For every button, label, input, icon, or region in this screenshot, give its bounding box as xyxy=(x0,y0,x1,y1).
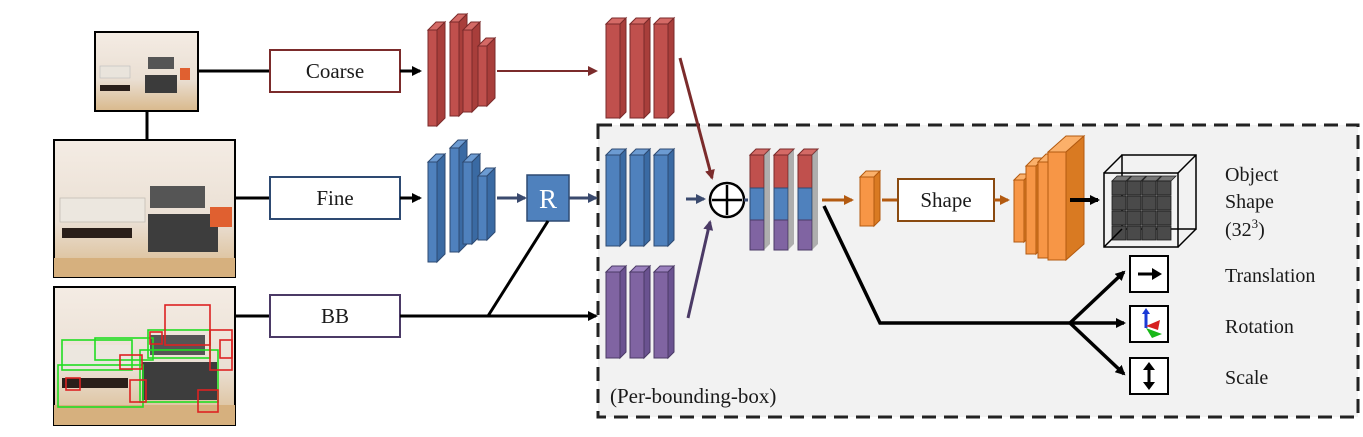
fine-encoder xyxy=(426,138,497,264)
translation-label: Translation xyxy=(1225,265,1315,287)
shape-bottleneck xyxy=(858,169,882,228)
coarse-features xyxy=(604,16,676,120)
fine-image-icon xyxy=(53,139,236,278)
voxel xyxy=(1156,195,1172,211)
per-box-panel xyxy=(596,123,1360,419)
coarse-label: Coarse xyxy=(306,59,364,83)
object-shape-line2: Shape xyxy=(1225,191,1274,213)
per-box-label: (Per-bounding-box) xyxy=(610,384,776,408)
fine-features xyxy=(604,147,676,248)
voxel xyxy=(1126,225,1142,241)
rotation-label: Rotation xyxy=(1225,316,1294,338)
voxel xyxy=(1141,180,1157,196)
voxel xyxy=(1156,210,1172,226)
voxel xyxy=(1156,180,1172,196)
voxel xyxy=(1156,225,1172,241)
rotation-axes-icon xyxy=(1129,305,1169,343)
coarse-encoder xyxy=(426,12,497,128)
voxel xyxy=(1126,210,1142,226)
translation-arrow-icon xyxy=(1129,255,1169,293)
voxel xyxy=(1141,225,1157,241)
coarse-image-icon xyxy=(94,31,199,112)
voxel-cube-icon xyxy=(1103,154,1197,248)
voxel xyxy=(1126,180,1142,196)
concat-features xyxy=(748,148,820,251)
object-shape-line1: Object xyxy=(1225,164,1279,186)
roi-label: R xyxy=(539,184,557,214)
fine-label: Fine xyxy=(316,186,353,210)
voxel xyxy=(1111,180,1127,196)
scale-arrow-icon xyxy=(1129,357,1169,395)
object-shape-line3: (323) xyxy=(1225,216,1265,241)
scale-label: Scale xyxy=(1225,367,1268,389)
shape-label: Shape xyxy=(920,188,971,212)
voxel xyxy=(1111,210,1127,226)
bb-features xyxy=(604,264,676,360)
voxel xyxy=(1141,195,1157,211)
voxel xyxy=(1126,195,1142,211)
sum-circle-icon xyxy=(708,181,746,219)
bb-image-icon xyxy=(53,286,236,426)
fine-box xyxy=(269,176,401,220)
object-shape-exponent: 3 xyxy=(1252,216,1259,231)
bb-label: BB xyxy=(321,304,349,328)
voxel xyxy=(1141,210,1157,226)
voxel xyxy=(1111,195,1127,211)
